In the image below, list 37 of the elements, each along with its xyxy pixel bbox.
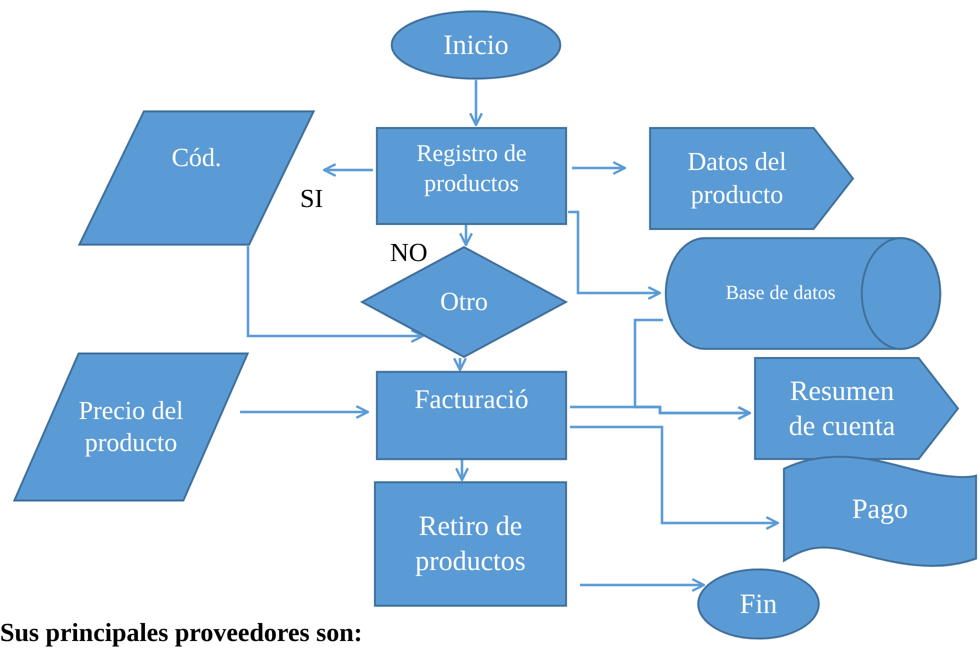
arrow	[455, 460, 469, 482]
node-label: Resumen de cuenta	[788, 374, 896, 444]
arrow	[469, 80, 483, 126]
node-label: Facturació	[414, 383, 528, 416]
node-label: Fin	[740, 588, 778, 622]
database-cylinder	[663, 237, 943, 350]
node-label: Cód.	[172, 142, 222, 174]
document-wave-shape	[782, 455, 978, 570]
process-box	[373, 481, 568, 607]
process-box	[375, 371, 568, 460]
node-label: Registro de productos	[416, 140, 528, 199]
input-parallelogram	[12, 352, 250, 502]
display-shape	[648, 127, 855, 230]
arrow	[572, 161, 626, 175]
node-label: Inicio	[443, 28, 509, 62]
caption-text: Sus principales proveedores son:	[0, 620, 362, 646]
arrow	[459, 225, 473, 246]
arrow	[634, 318, 752, 420]
end-terminal	[697, 568, 820, 640]
node-label: Retiro de productos	[414, 510, 527, 579]
node-label: Otro	[440, 286, 488, 318]
display-shape	[753, 357, 960, 460]
arrow	[453, 357, 467, 372]
node-label: Datos del producto	[686, 146, 788, 210]
node-label: Base de datos	[726, 281, 836, 306]
node-label: Pago	[852, 493, 908, 528]
arrow	[240, 405, 370, 419]
arrow	[246, 246, 424, 343]
arrow	[580, 578, 706, 592]
arrow	[322, 163, 373, 177]
process-box	[375, 127, 568, 225]
node-label: Precio del producto	[78, 394, 184, 459]
yes-label: SI	[300, 186, 324, 212]
start-terminal	[390, 10, 562, 80]
arrow	[570, 426, 780, 530]
no-label: NO	[390, 240, 428, 266]
arrow	[568, 210, 662, 300]
